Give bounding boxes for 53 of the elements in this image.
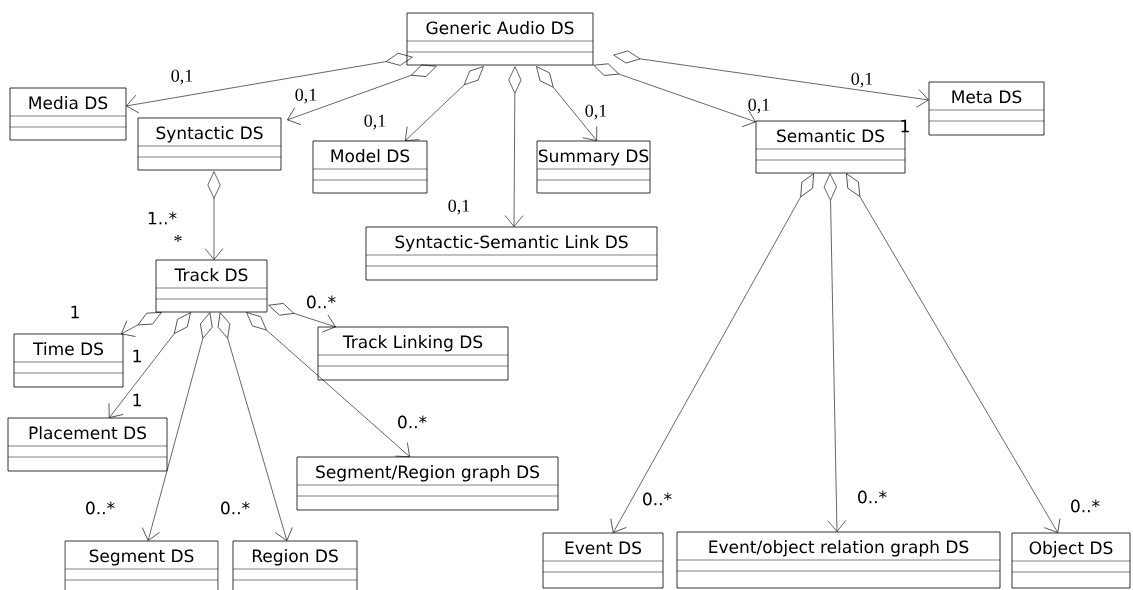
multiplicity-label: 0,1 [364, 114, 386, 130]
class-box: Media DS [9, 87, 127, 141]
aggregation-arrow [287, 64, 437, 125]
multiplicity-label: 0..* [858, 490, 887, 504]
class-box: Summary DS [536, 140, 651, 194]
multiplicity-label: 1 [901, 119, 909, 133]
multiplicity-label: 0,1 [171, 69, 193, 85]
multiplicity-label: 0,1 [295, 88, 317, 104]
class-box: Syntactic-Semantic Link DS [365, 226, 658, 281]
multiplicity-label: 0,1 [851, 72, 873, 88]
multiplicity-label: * [174, 235, 182, 242]
class-box: Meta DS [928, 81, 1045, 136]
class-box: Track Linking DS [317, 326, 509, 381]
aggregation-arrow [504, 66, 524, 227]
aggregation-arrow [405, 66, 484, 141]
multiplicity-label: 0,1 [448, 199, 470, 215]
class-box: Generic Audio DS [406, 12, 594, 66]
class-box: Event DS [542, 532, 664, 589]
multiplicity-label: 0,1 [585, 104, 607, 120]
aggregation-arrow [823, 173, 847, 532]
aggregation-arrow [268, 303, 336, 333]
class-box: Track DS [155, 259, 268, 313]
multiplicity-label: 0..* [86, 501, 115, 515]
aggregation-arrow [593, 63, 756, 127]
class-box: Syntactic DS [137, 117, 282, 171]
aggregation-arrow [217, 312, 293, 541]
aggregation-arrow [204, 171, 224, 260]
aggregation-arrow [536, 66, 598, 141]
multiplicity-label: 0,1 [748, 98, 770, 114]
aggregation-arrow [610, 173, 814, 533]
aggregation-arrow [126, 53, 413, 114]
aggregation-arrow [142, 312, 213, 541]
class-box: Placement DS [7, 417, 168, 472]
multiplicity-label: 0..* [643, 492, 672, 506]
multiplicity-label: 0..* [307, 295, 336, 309]
multiplicity-label: 0..* [221, 501, 250, 515]
class-box: Model DS [312, 140, 428, 194]
aggregation-arrow [246, 312, 410, 457]
multiplicity-label: 1..* [148, 211, 177, 225]
multiplicity-label: 0..* [1071, 499, 1100, 513]
class-box: Segment/Region graph DS [296, 456, 559, 511]
class-box: Region DS [232, 540, 358, 590]
class-box: Object DS [1011, 532, 1131, 589]
multiplicity-label: 0..* [398, 415, 427, 429]
multiplicity-label: 1 [133, 393, 141, 407]
class-box: Time DS [13, 333, 124, 388]
aggregation-arrow [846, 173, 1061, 533]
aggregation-arrow [613, 50, 929, 108]
multiplicity-label: 1 [133, 349, 141, 363]
class-box: Segment DS [64, 540, 219, 590]
aggregation-arrow [108, 312, 191, 418]
class-box: Event/object relation graph DS [676, 531, 1001, 589]
aggregation-arrow [121, 312, 162, 337]
